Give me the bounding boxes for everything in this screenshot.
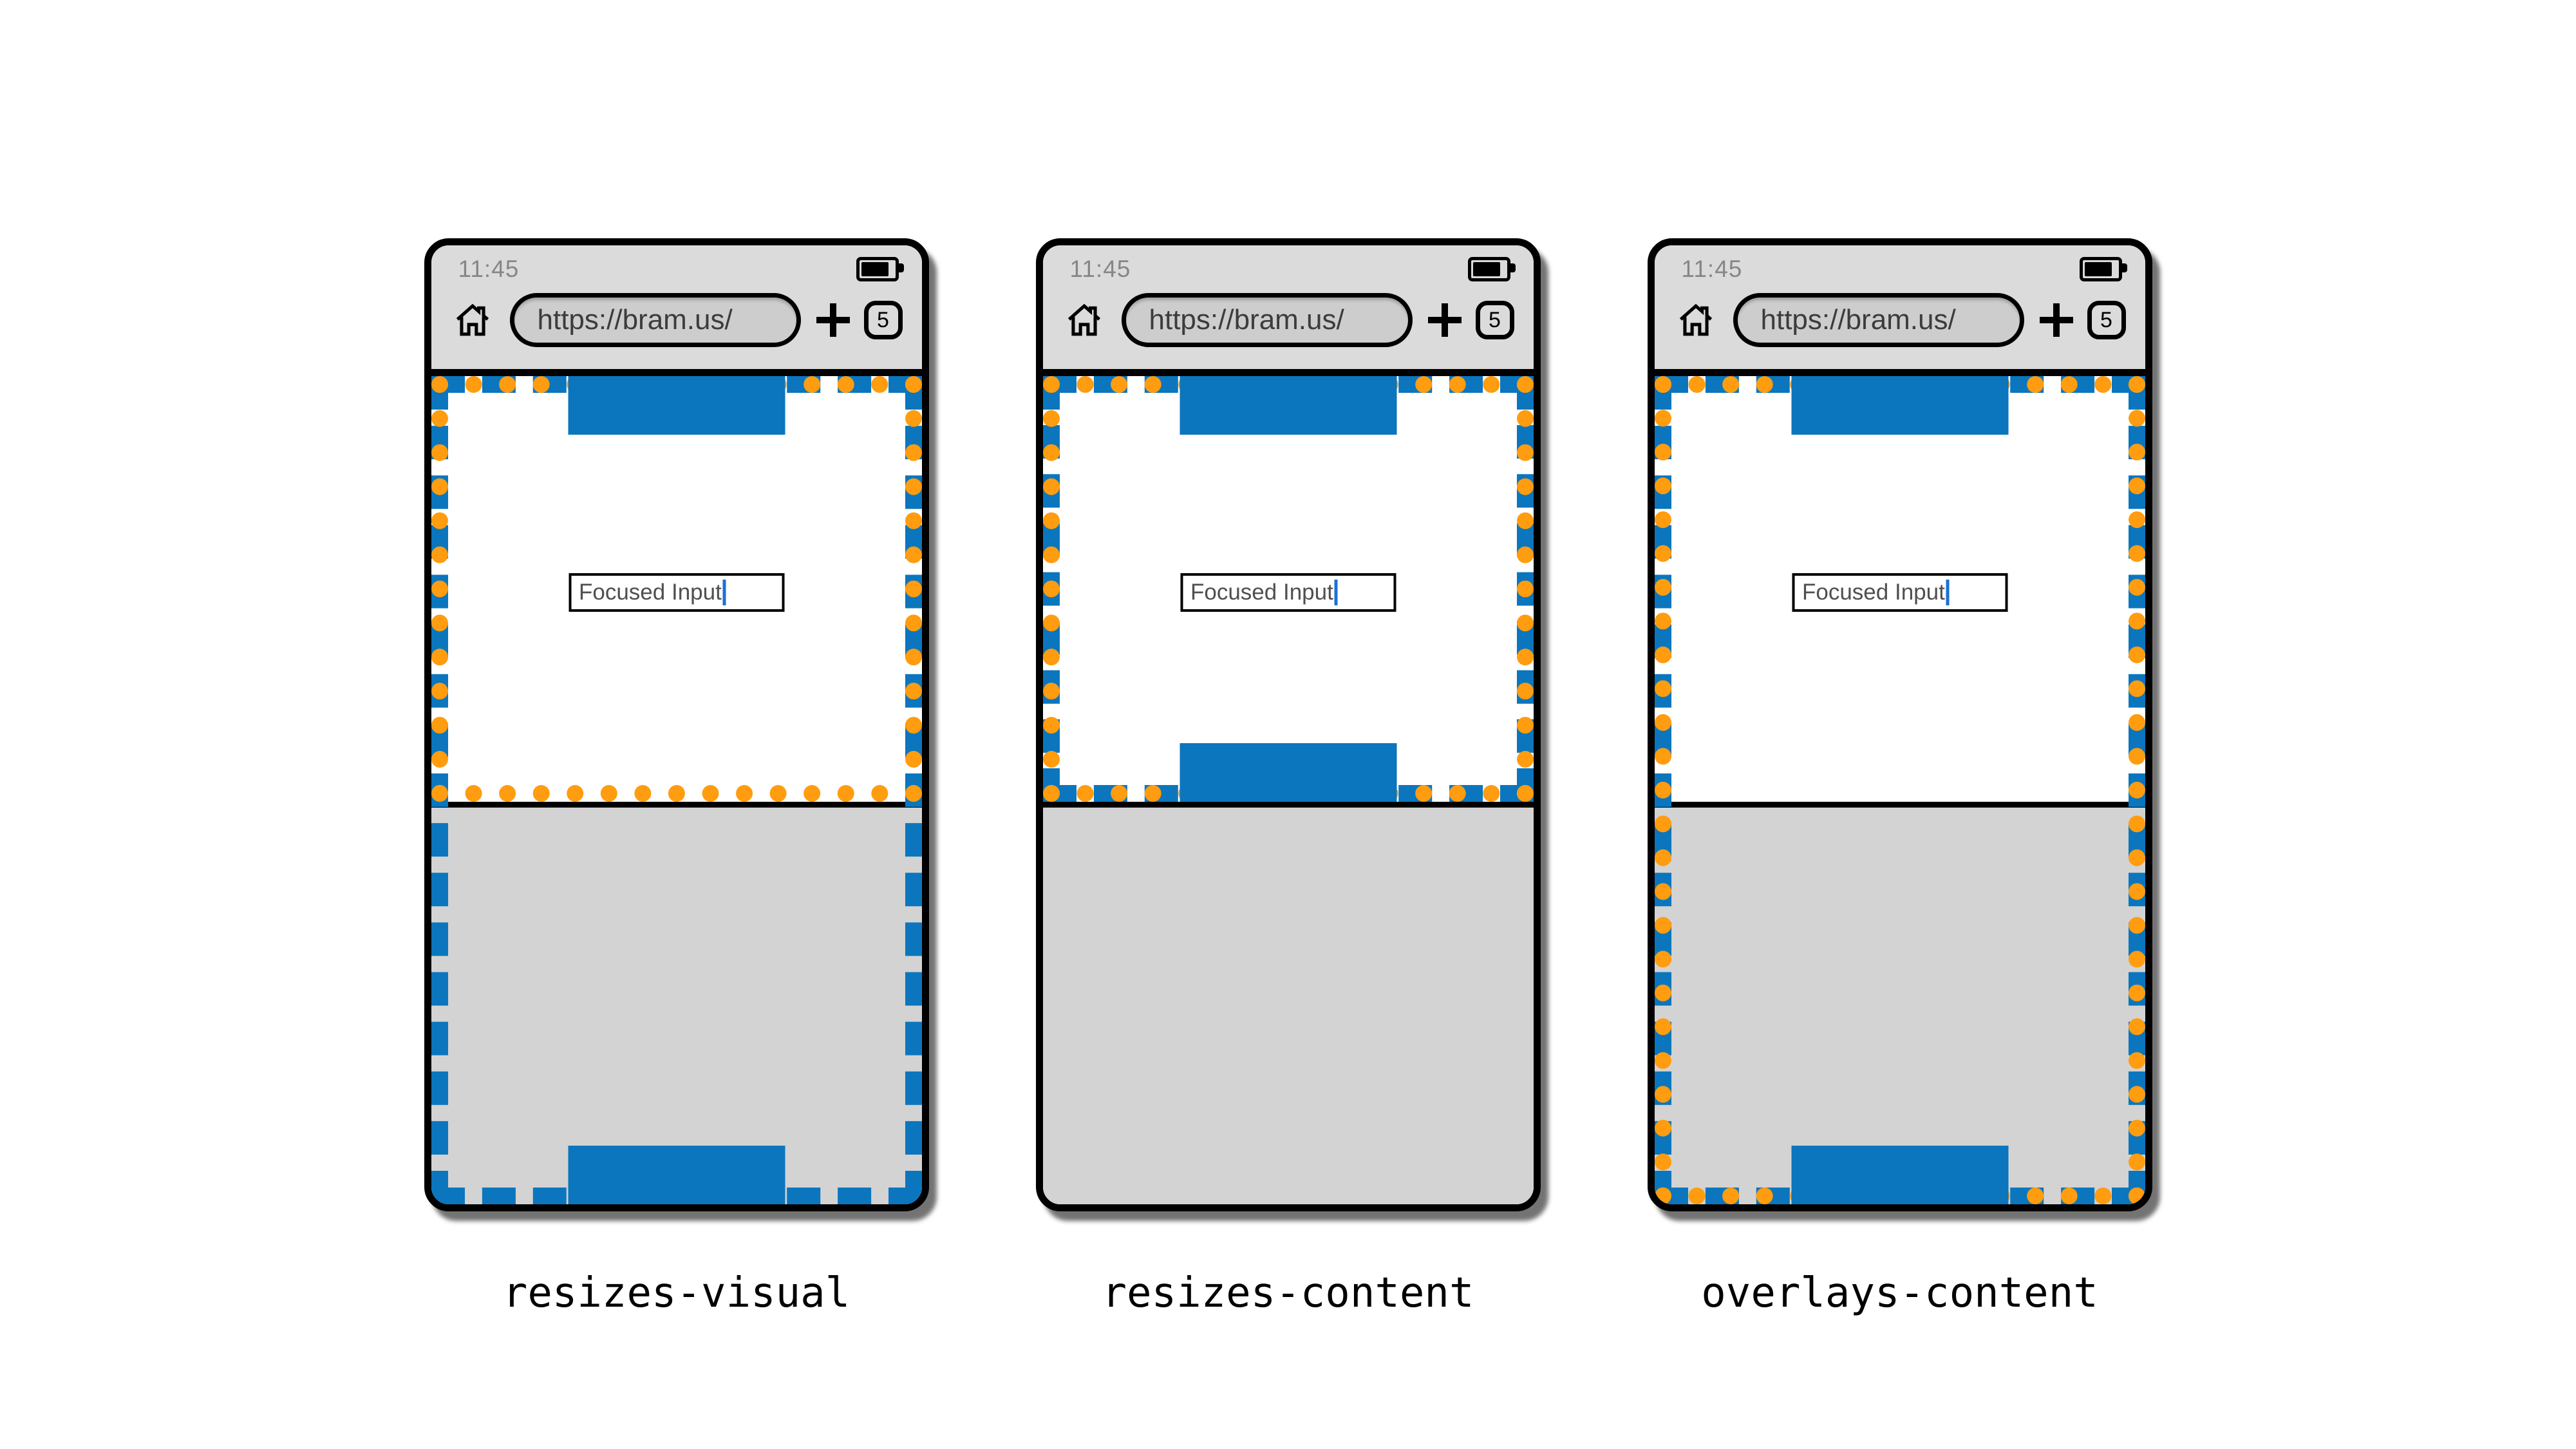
browser-toolbar: https://bram.us/ 5 [452,287,903,354]
battery-icon [2079,257,2127,281]
url-bar[interactable]: https://bram.us/ [1121,293,1413,347]
panel-resizes-content: 11:45 https://bram.us/ 5 [1035,238,1541,1317]
focused-input[interactable]: Focused Input [1180,573,1396,612]
browser-toolbar: https://bram.us/ 5 [1064,287,1514,354]
tab-count: 5 [877,307,889,332]
focused-input-value: Focused Input [1802,580,1945,605]
url-text: https://bram.us/ [1760,304,1956,336]
browser-chrome: 11:45 https://bram.us/ 5 [431,245,922,376]
phone-mockup: 11:45 https://bram.us/ 5 [424,238,929,1211]
home-icon[interactable] [452,299,493,341]
panel-overlays-content: 11:45 https://bram.us/ 5 [1647,238,2152,1317]
text-cursor-icon [1946,580,1950,605]
status-time: 11:45 [458,256,520,282]
tab-counter-button[interactable]: 5 [1475,301,1514,339]
status-bar: 11:45 [1675,254,2127,284]
fixed-header-bar [1791,376,2008,435]
fixed-header-bar [568,376,785,435]
mode-label: resizes-visual [502,1269,851,1317]
tab-count: 5 [2100,307,2112,332]
text-cursor-icon [722,580,726,605]
fixed-footer-bar [1791,1146,2008,1204]
fixed-footer-bar [568,1146,785,1204]
battery-icon [1467,257,1516,281]
browser-chrome: 11:45 https://bram.us/ 5 [1042,245,1534,376]
browser-toolbar: https://bram.us/ 5 [1675,287,2126,354]
status-bar: 11:45 [1064,254,1516,284]
focused-input[interactable]: Focused Input [569,573,784,612]
focused-input[interactable]: Focused Input [1792,573,2007,612]
tab-count: 5 [1489,307,1501,332]
tab-counter-button[interactable]: 5 [863,301,903,339]
focused-input-value: Focused Input [1190,580,1333,605]
status-bar: 11:45 [452,254,904,284]
new-tab-plus-icon[interactable] [816,303,850,337]
focused-input-value: Focused Input [579,580,722,605]
fixed-header-bar [1180,376,1396,435]
virtual-keyboard-area [1042,802,1534,1204]
virtual-keyboard-area [1654,802,2145,1204]
url-text: https://bram.us/ [1149,304,1344,336]
virtual-keyboard-area [431,802,922,1204]
page-viewport: Focused Input [1042,376,1534,1204]
url-bar[interactable]: https://bram.us/ [1733,293,2024,347]
new-tab-plus-icon[interactable] [1427,303,1462,337]
status-time: 11:45 [1681,256,1743,282]
home-icon[interactable] [1675,299,1716,341]
battery-icon [856,257,904,281]
mode-label: overlays-content [1701,1269,2098,1317]
phone-mockup: 11:45 https://bram.us/ 5 [1035,238,1541,1211]
text-cursor-icon [1334,580,1338,605]
tab-counter-button[interactable]: 5 [2087,301,2126,339]
browser-chrome: 11:45 https://bram.us/ 5 [1654,245,2145,376]
page-viewport: Focused Input [1654,376,2145,1204]
phone-mockup: 11:45 https://bram.us/ 5 [1647,238,2152,1211]
fixed-footer-bar [1180,743,1396,802]
url-text: https://bram.us/ [537,304,733,336]
page-viewport: Focused Input [431,376,922,1204]
url-bar[interactable]: https://bram.us/ [509,293,801,347]
mode-label: resizes-content [1102,1269,1474,1317]
home-icon[interactable] [1064,299,1105,341]
new-tab-plus-icon[interactable] [2039,303,2073,337]
panel-resizes-visual: 11:45 https://bram.us/ 5 [424,238,929,1317]
status-time: 11:45 [1069,256,1131,282]
